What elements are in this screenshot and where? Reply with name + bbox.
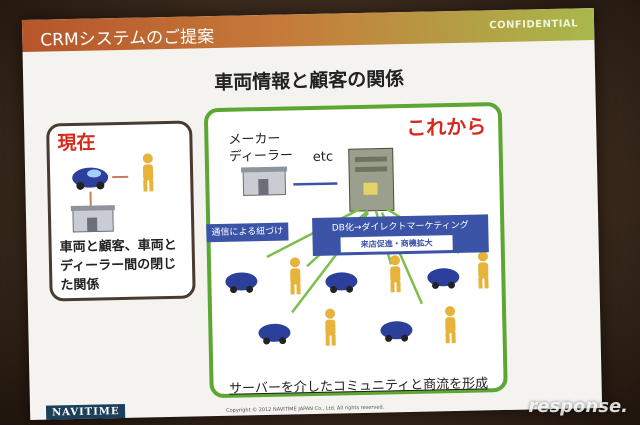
marketing-banner: DB化→ダイレクトマーケティング 来店促進・商機拡大: [312, 214, 489, 256]
navitime-logo: NAVITIME: [45, 403, 126, 420]
car-icon: [427, 268, 460, 289]
current-state-panel: 現在 車両と顧客、車両とディーラー間の閉じた関係: [46, 120, 196, 302]
community-message: サーバーを介したコミュニティと商流を形成: [228, 376, 489, 397]
lock-icon: [363, 182, 378, 195]
car-icon: [225, 272, 258, 294]
projected-slide: CRMシステムのご提案 CONFIDENTIAL 車両情報と顧客の関係 現在: [21, 8, 603, 420]
response-watermark: response.: [528, 396, 628, 417]
confidential-label: CONFIDENTIAL: [489, 18, 579, 32]
double-arrow-icon: [293, 182, 338, 186]
person-icon: [290, 257, 301, 295]
future-state-panel: これから メーカー ディーラー etc: [203, 102, 508, 399]
car-icon: [72, 167, 109, 190]
slide-title: 車両情報と顧客の関係: [213, 68, 405, 95]
person-icon: [389, 255, 401, 293]
copyright-text: Copyright © 2012 NAVITIME JAPAN Co., Ltd…: [226, 404, 385, 414]
person-icon: [325, 308, 336, 346]
server-icon: [348, 147, 395, 212]
person-icon: [445, 306, 456, 344]
link-banner: 通信による紐づけ: [206, 222, 289, 243]
dealer-shop-icon: [241, 166, 288, 196]
car-icon: [258, 323, 291, 345]
dealer-shop-icon: [70, 205, 115, 233]
current-description: 車両と顧客、車両とディーラー間の閉じた関係: [59, 237, 177, 294]
person-icon: [142, 153, 154, 192]
future-diagram: [225, 147, 489, 346]
car-icon: [325, 272, 358, 294]
current-diagram: [70, 153, 154, 233]
promotion-label: 来店促進・商機拡大: [340, 235, 453, 253]
car-icon: [380, 321, 413, 342]
banner-title: CRMシステムのご提案: [40, 27, 215, 51]
marketing-label: DB化→ダイレクトマーケティング: [331, 220, 469, 234]
person-icon: [477, 251, 489, 289]
